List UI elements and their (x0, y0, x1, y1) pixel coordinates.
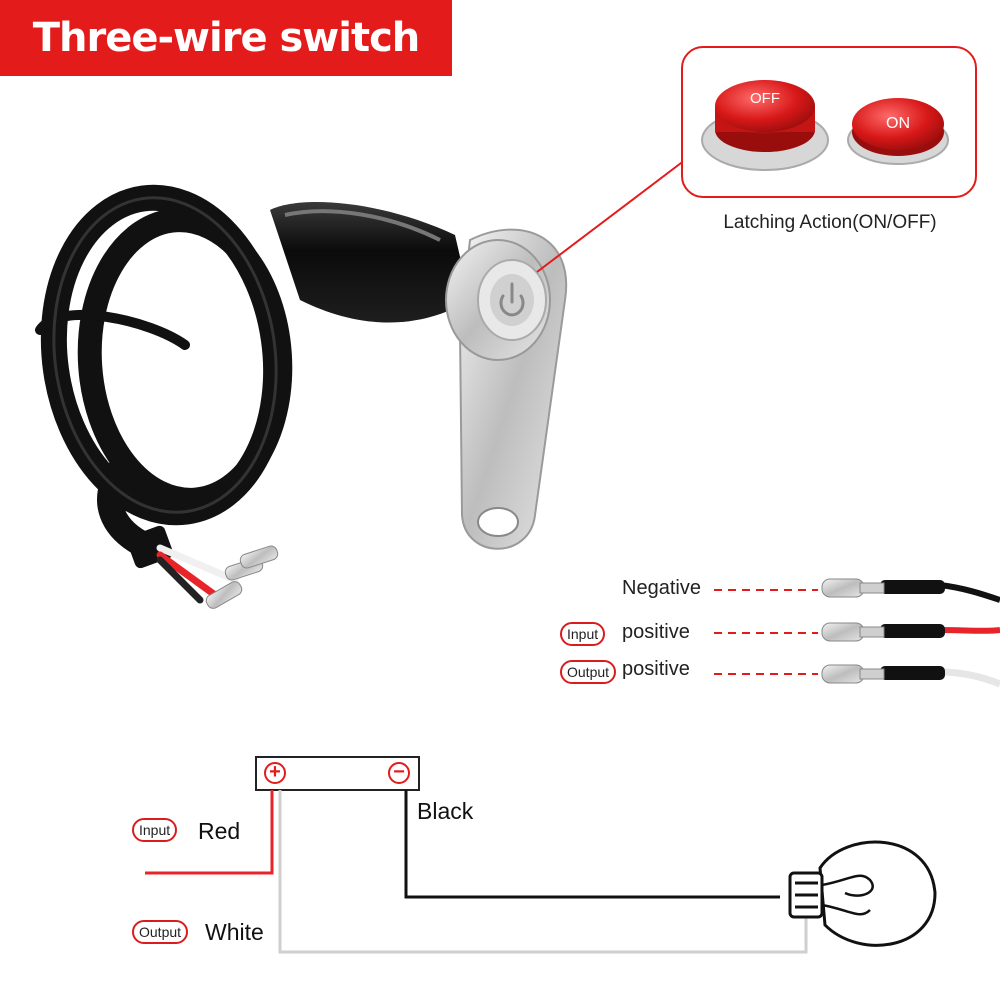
wire-tag-input: Input (560, 622, 606, 646)
wire-label-input-positive: positive (622, 621, 690, 643)
circuit-output-tag: Output (132, 920, 189, 944)
page-title: Three-wire switch (32, 15, 421, 61)
red-wire (145, 790, 274, 875)
wire-tag-output: Output (560, 660, 617, 684)
circuit-red-label: Red (198, 818, 241, 844)
cable-coil (35, 184, 293, 561)
wire-label-negative: Negative (622, 577, 701, 599)
minus-terminal-icon (388, 762, 410, 784)
circuit-black-label: Black (417, 798, 474, 824)
bracket-hole (477, 507, 519, 537)
light-bulb-icon (788, 840, 937, 947)
on-label: ON (886, 115, 910, 132)
minus-symbol: − (393, 761, 405, 783)
switch-head (445, 239, 551, 361)
title-banner (0, 0, 452, 76)
plus-symbol: + (269, 761, 281, 783)
connector-wires (821, 578, 1000, 688)
leader-lines (714, 589, 818, 675)
wire-label-output-positive: positive (622, 658, 690, 680)
circuit-white-label: White (205, 919, 264, 945)
switch-barrel (270, 202, 470, 323)
callout-line (536, 159, 686, 273)
circuit-input-tag: Input (132, 818, 178, 842)
cable-end (127, 525, 279, 609)
power-icon (499, 282, 525, 317)
black-wire (404, 790, 780, 899)
off-label: OFF (750, 90, 780, 107)
white-wire (278, 790, 808, 954)
latching-caption: Latching Action(ON/OFF) (723, 212, 937, 233)
plus-terminal-icon (264, 762, 286, 784)
